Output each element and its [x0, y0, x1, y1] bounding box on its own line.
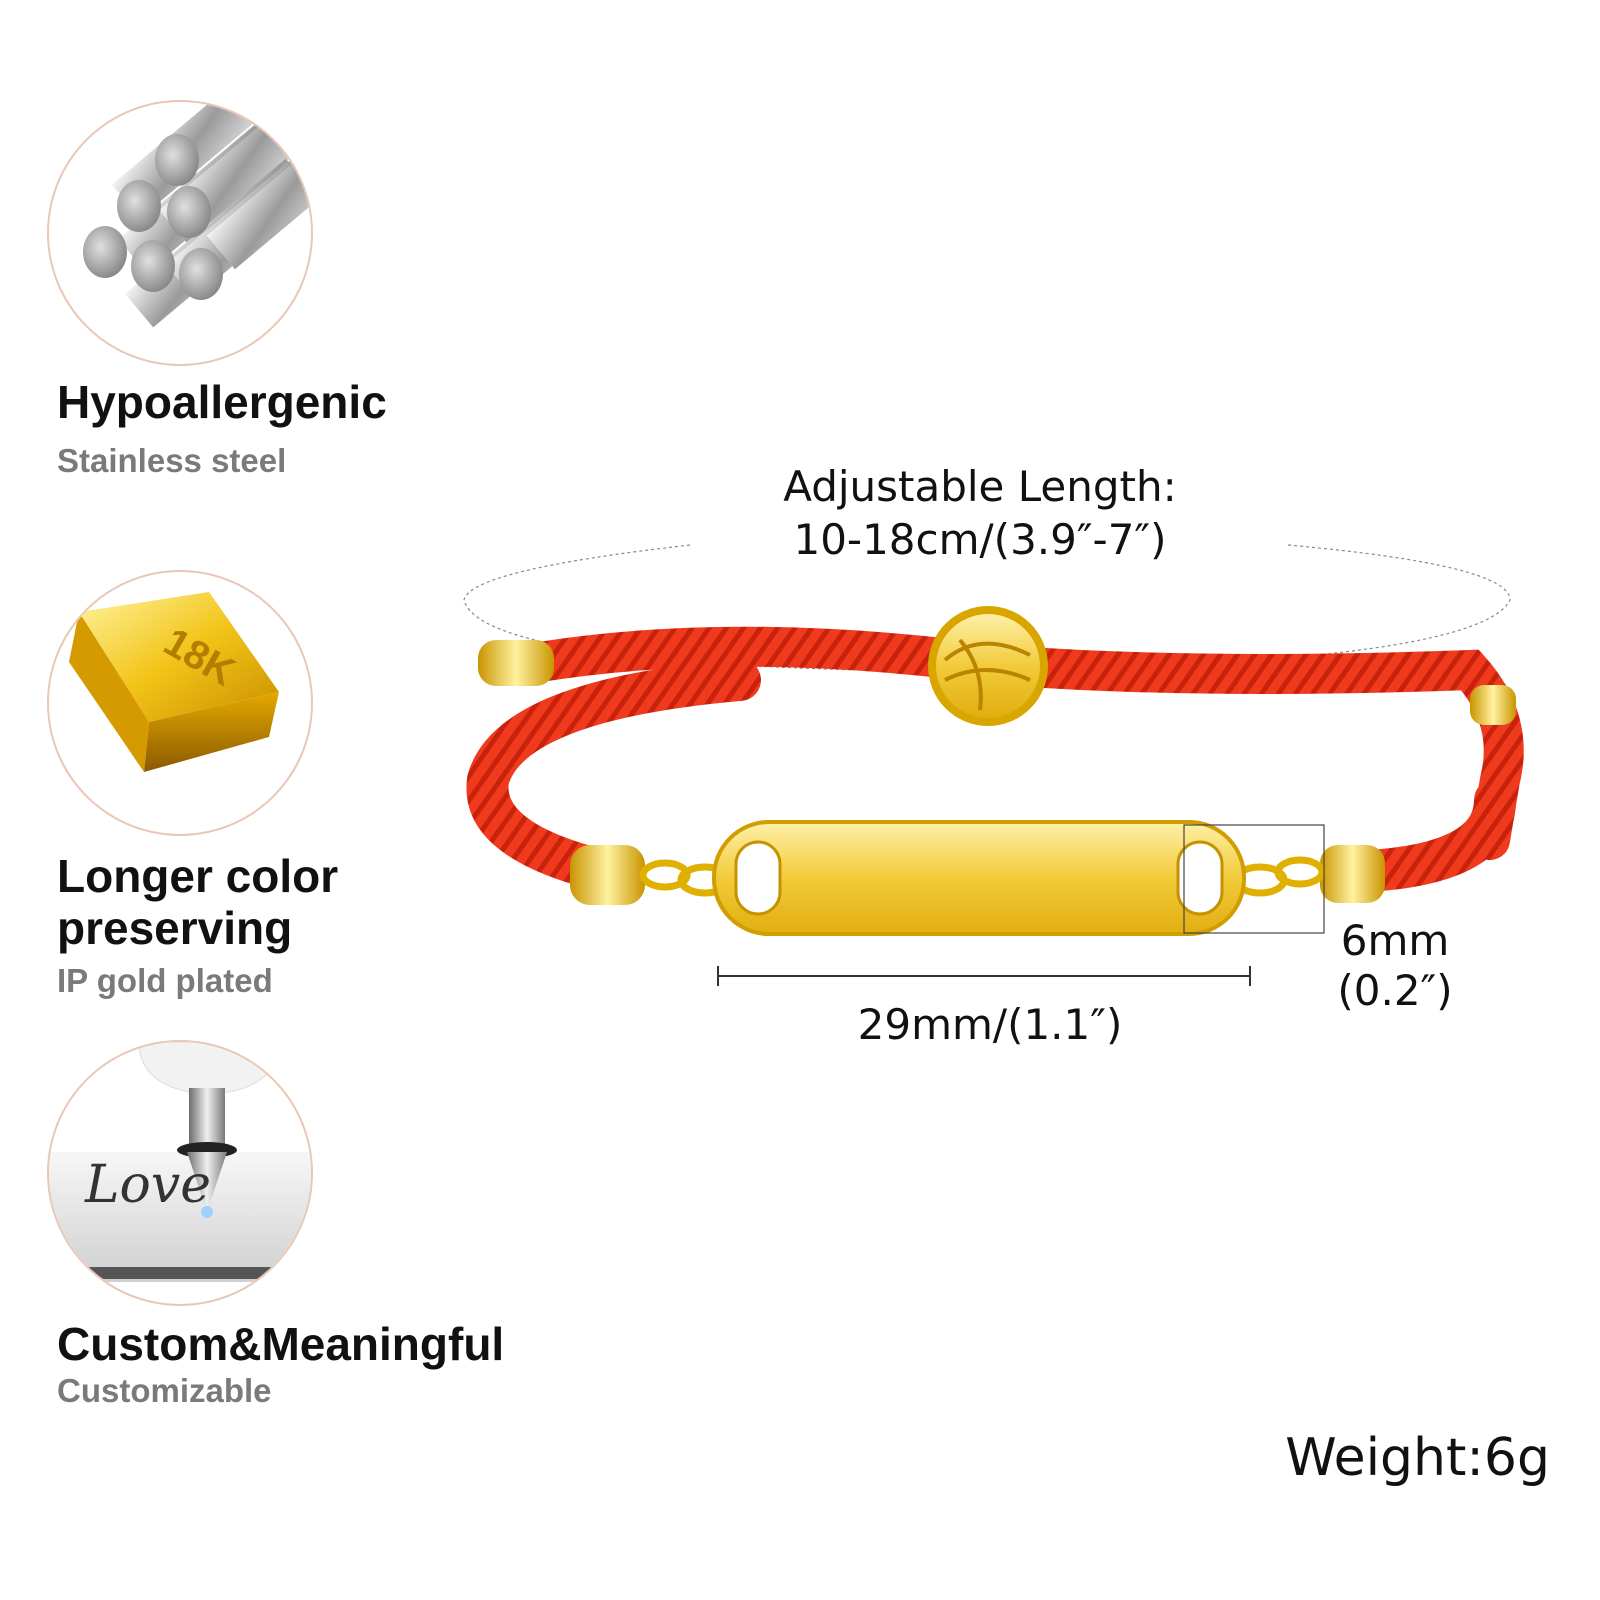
feature-title-hypoallergenic: Hypoallergenic — [57, 376, 387, 428]
cord-end-cap-right — [1470, 685, 1516, 725]
feature-subtitle-stainless: Stainless steel — [57, 442, 287, 479]
bracelet-illustration — [463, 544, 1524, 986]
engraving-text: Love — [84, 1155, 211, 1215]
custom-feature-image: Love — [47, 1040, 313, 1306]
feature-subtitle-custom: Customizable — [57, 1372, 272, 1409]
weight-label: Weight:6g — [1285, 1428, 1550, 1488]
plate-height-inch-label: (0.2″) — [1337, 966, 1453, 1015]
feature-title-color-line1: Longer color — [57, 850, 339, 902]
feature-title-color-line2: preserving — [57, 902, 293, 954]
engraving-tool-icon: Love — [49, 1042, 311, 1282]
adjustable-length-value: 10-18cm/(3.9″-7″) — [793, 515, 1167, 564]
feature-title-custom: Custom&Meaningful — [57, 1318, 505, 1370]
length-guide-left — [463, 544, 861, 671]
id-plate — [712, 820, 1246, 936]
adjustable-length-label: Adjustable Length: — [783, 462, 1177, 511]
connector-cap-left — [570, 845, 645, 905]
plate-width-label: 29mm/(1.1″) — [857, 1000, 1123, 1049]
steel-feature-image — [47, 100, 313, 366]
feature-title-color: Longer color preserving — [57, 850, 338, 954]
cord-end-cap-left — [478, 640, 554, 686]
height-guide-box — [1183, 824, 1325, 934]
feature-subtitle-gold: IP gold plated — [57, 962, 273, 999]
gold-bar-icon: 18K — [69, 592, 279, 772]
lower-cord-left — [466, 659, 761, 891]
plate-height-label: 6mm — [1340, 916, 1450, 965]
gold-feature-image: 18K — [47, 570, 313, 836]
steel-rods-icon — [83, 102, 311, 328]
connector-cap-right — [1320, 845, 1385, 903]
